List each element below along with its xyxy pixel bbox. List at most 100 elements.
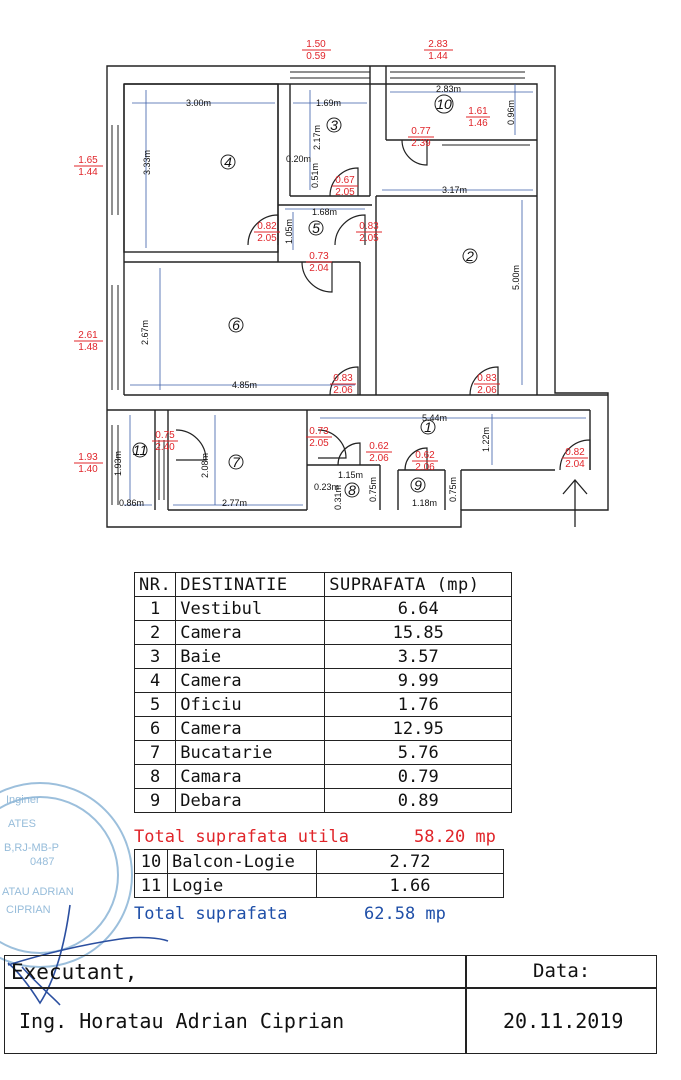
outside-dim-top: 1.65 [78,155,98,166]
stamp-text: ATES [8,818,36,830]
room-number-4: 4 [224,154,232,170]
outside-dim-top: 1.50 [306,39,326,50]
total-value: 62.58 mp [364,904,446,924]
dim-label: 1.15m [338,470,363,480]
dim-label: 3.17m [442,185,467,195]
total-line: Total suprafata 62.58 mp [134,904,446,924]
room-number-2: 2 [465,248,474,264]
dim-label: 3.33m [142,150,152,175]
col-header-nr: NR. [133,572,177,597]
door-dim-bottom: 2.06 [369,453,389,464]
dim-label: 1.69m [316,98,341,108]
dim-label: 4.85m [232,380,257,390]
stamp-text: CIPRIAN [6,904,51,916]
door-dim-top: 0.62 [369,441,389,452]
outside-dim-bottom: 1.48 [78,342,98,353]
dim-label: 0.96m [506,100,516,125]
total-util-value: 58.20 mp [414,827,496,847]
stamp-text: ATAU ADRIAN [2,886,74,898]
room-number-6: 6 [232,317,240,333]
document-date: 20.11.2019 [503,1009,624,1033]
door-dim-bottom: 2.04 [565,459,585,470]
stamp-text: Inginer [6,794,40,806]
cell-area: 12.95 [324,716,513,741]
dim-label: 0.51m [310,163,320,188]
door-dim-bottom: 2.06 [477,385,497,396]
cell-name: Balcon-Logie [167,849,317,874]
cell-name: Vestibul [175,596,326,621]
dim-label: 0.23m [314,482,339,492]
cell-nr: 4 [133,668,177,693]
door-dim-top: 0.73 [309,251,329,262]
dim-label: 1.22m [481,427,491,452]
door-dim-top: 0.67 [335,175,355,186]
outside-dim-top: 2.61 [78,330,98,341]
door-dim-bottom: 2.05 [359,233,379,244]
dim-label: 2.67m [140,320,150,345]
cell-area: 2.72 [316,849,504,874]
door-dim-bottom: 2.06 [415,462,435,473]
dim-label: 1.18m [412,498,437,508]
divider [5,987,656,989]
door-dim-bottom: 2.04 [309,263,329,274]
cell-nr: 3 [133,644,177,669]
cell-name: Camera [175,668,326,693]
cell-nr: 10 [134,849,168,874]
dim-label: 0.86m [119,498,144,508]
door-dim-bottom: 2.39 [411,138,431,149]
door-dim-bottom: 2.06 [333,385,353,396]
door-dim-top: 0.83 [477,373,497,384]
dim-label: 2.83m [436,84,461,94]
cell-name: Camera [175,716,326,741]
floor-plan: 1 2 3 4 5 6 7 8 9 10 11 3.00m 3.33m 1.69… [74,39,609,528]
outside-dim-bottom: 1.44 [78,167,98,178]
cell-nr: 5 [133,692,177,717]
outside-dim-top: 1.93 [78,452,98,463]
door-dim-bottom: 2.05 [309,438,329,449]
room-number-8: 8 [348,482,356,498]
cell-nr: 6 [133,716,177,741]
door-dim-top: 0.77 [411,126,431,137]
cell-area: 9.99 [324,668,513,693]
cell-nr: 1 [133,596,177,621]
signature-block: Executant, Data: Ing. Horatau Adrian Cip… [4,955,657,1054]
dim-label: 0.31m [333,485,343,510]
cell-name: Camera [175,620,326,645]
outside-dim-bottom: 1.40 [78,464,98,475]
room-number-1: 1 [424,419,432,435]
cell-area: 5.76 [324,740,513,765]
cell-area: 1.76 [324,692,513,717]
outside-dim-bottom: 1.44 [428,51,448,62]
dim-label: 5.44m [422,413,447,423]
room-number-10: 10 [436,96,452,112]
table-header-row: NR. DESTINATIE SUPRAFATA (mp) [133,572,513,597]
cell-area: 0.79 [324,764,513,789]
divider [465,956,467,1053]
door-dim-top: 0.83 [333,373,353,384]
door-dim-top: 0.62 [415,450,435,461]
col-header-suprafata: SUPRAFATA (mp) [324,572,513,597]
cell-area: 3.57 [324,644,513,669]
cell-nr: 7 [133,740,177,765]
dim-label: 0.20m [286,154,311,164]
cell-name: Camara [175,764,326,789]
door-dim-bottom: 2.40 [155,442,175,453]
room-number-9: 9 [414,477,422,493]
dim-label: 1.68m [312,207,337,217]
total-util-label: Total suprafata utila [134,827,349,847]
dim-label: 2.08m [200,453,210,478]
dim-label: 0.75m [448,477,458,502]
door-dim-bottom: 2.05 [335,187,355,198]
total-label: Total suprafata [134,904,288,924]
